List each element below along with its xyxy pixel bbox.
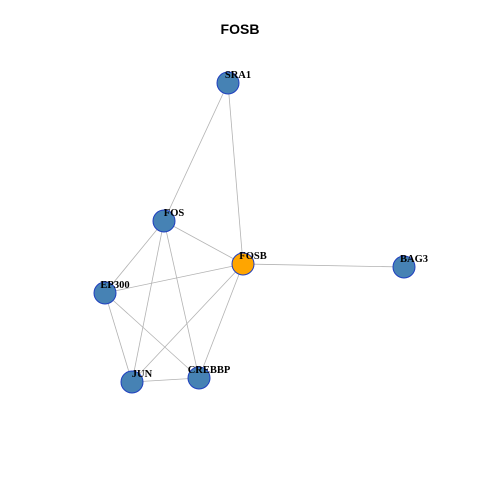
diagram-title: FOSB bbox=[220, 21, 260, 37]
edge-fos-fosb bbox=[163, 220, 244, 265]
node-sra1: SRA1 bbox=[216, 70, 251, 95]
node-label-ep300: EP300 bbox=[100, 280, 129, 291]
node-fos: FOS bbox=[152, 208, 185, 233]
edge-fosb-bag3 bbox=[242, 263, 405, 268]
edge-fosb-jun bbox=[131, 263, 244, 383]
node-circle-fosb bbox=[231, 252, 255, 276]
node-label-fosb: FOSB bbox=[239, 251, 266, 262]
node-circle-jun bbox=[120, 370, 144, 394]
node-jun: JUN bbox=[120, 369, 153, 394]
node-circle-crebbp bbox=[187, 366, 211, 390]
edge-fos-crebbp bbox=[163, 220, 200, 379]
node-label-sra1: SRA1 bbox=[225, 70, 251, 81]
node-ep300: EP300 bbox=[93, 280, 130, 305]
node-crebbp: CREBBP bbox=[187, 365, 231, 390]
node-label-fos: FOS bbox=[164, 208, 185, 219]
edge-sra1-fos bbox=[163, 82, 229, 222]
node-circle-bag3 bbox=[392, 255, 416, 279]
edge-sra1-fosb bbox=[227, 82, 244, 265]
edge-fosb-ep300 bbox=[104, 263, 244, 294]
node-label-jun: JUN bbox=[132, 369, 153, 380]
edge-layer bbox=[104, 82, 405, 383]
edge-fos-ep300 bbox=[104, 220, 165, 294]
node-circle-sra1 bbox=[216, 71, 240, 95]
node-label-bag3: BAG3 bbox=[400, 254, 428, 265]
node-fosb: FOSB bbox=[231, 251, 267, 276]
edge-fos-jun bbox=[131, 220, 165, 383]
edge-ep300-jun bbox=[104, 292, 133, 383]
edge-ep300-crebbp bbox=[104, 292, 200, 379]
node-label-crebbp: CREBBP bbox=[188, 365, 231, 376]
edge-fosb-crebbp bbox=[198, 263, 244, 379]
node-circle-ep300 bbox=[93, 281, 117, 305]
node-circle-fos bbox=[152, 209, 176, 233]
node-bag3: BAG3 bbox=[392, 254, 428, 279]
